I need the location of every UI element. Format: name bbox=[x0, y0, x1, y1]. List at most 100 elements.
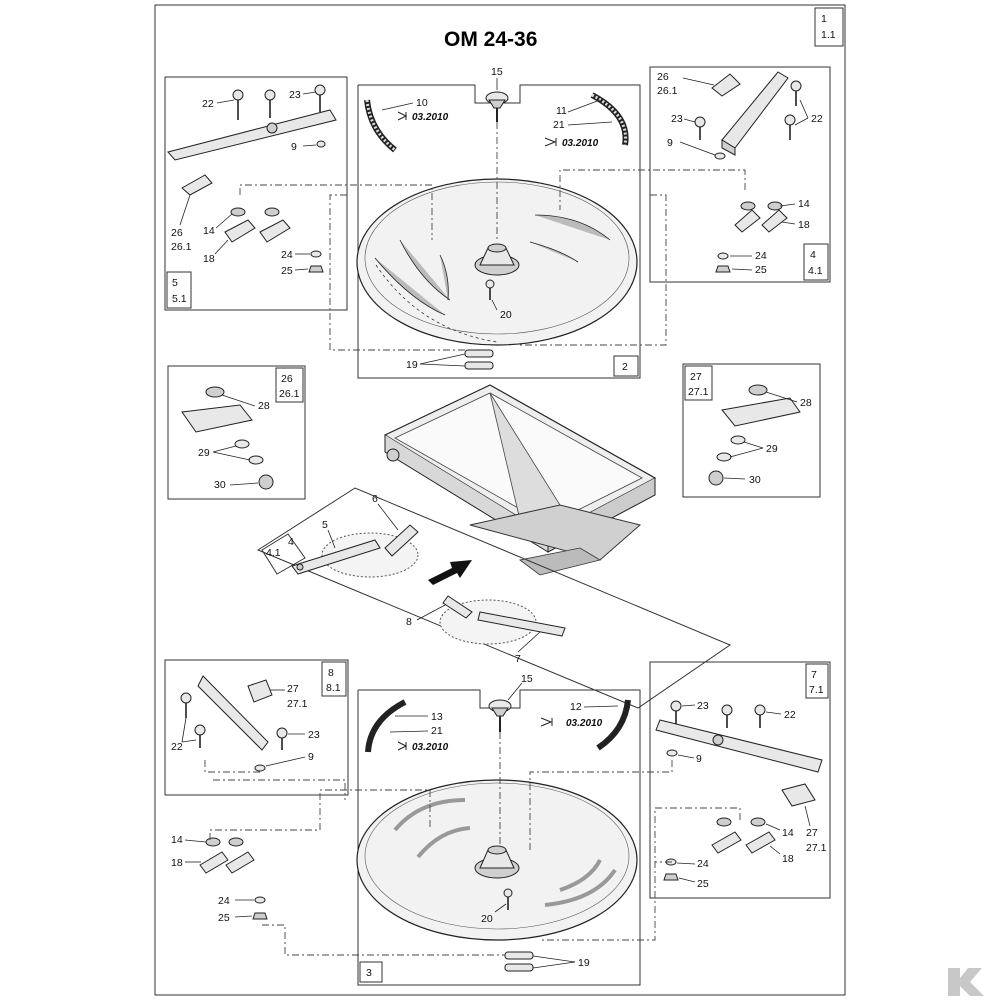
leader bbox=[799, 99, 809, 119]
washer-9-bl bbox=[254, 764, 266, 772]
leader bbox=[729, 447, 764, 458]
callout-14-bl: 14 bbox=[171, 834, 183, 846]
box-4-ref-b-visible: 4.1 bbox=[266, 547, 281, 559]
bolts-22-bl bbox=[180, 692, 288, 750]
box-4-ref bbox=[261, 533, 306, 575]
box-7-ref-b: 7.1 bbox=[809, 684, 824, 696]
connection-line bbox=[204, 760, 260, 773]
box-6-outline bbox=[649, 66, 831, 283]
box-6-ref bbox=[803, 243, 829, 281]
bolt-20 bbox=[485, 279, 495, 300]
box-3-outline bbox=[357, 689, 641, 986]
leader bbox=[381, 102, 414, 111]
washer-9-right bbox=[714, 152, 726, 160]
leader bbox=[583, 705, 619, 708]
callout-22: 22 bbox=[202, 98, 214, 110]
leader bbox=[507, 682, 523, 701]
callout-24-bl: 24 bbox=[218, 895, 230, 907]
callout-25: 25 bbox=[281, 265, 293, 277]
callout-26-right: 26 bbox=[657, 71, 669, 83]
washer-9 bbox=[316, 140, 326, 148]
leader bbox=[532, 955, 576, 963]
callout-30-right: 30 bbox=[749, 474, 761, 486]
washer-24-bl bbox=[254, 896, 266, 904]
date-10: 03.2010 bbox=[412, 112, 449, 123]
washer-9-br bbox=[666, 749, 678, 757]
box-5-ref-b: 5.1 bbox=[172, 293, 187, 305]
connection-line bbox=[540, 807, 741, 941]
callout-21: 21 bbox=[553, 119, 565, 131]
callout-27-br: 27 bbox=[806, 827, 818, 839]
spinner-disc-7 bbox=[439, 595, 566, 645]
leader bbox=[679, 141, 716, 156]
leader bbox=[779, 203, 796, 207]
spreader-disc-bottom bbox=[356, 779, 638, 941]
hopper bbox=[383, 384, 657, 576]
clip-26 bbox=[181, 174, 213, 196]
callout-15-b: 15 bbox=[521, 673, 533, 685]
leader bbox=[769, 845, 781, 855]
connection-line bbox=[239, 184, 433, 240]
leader bbox=[731, 268, 753, 271]
connection-line bbox=[262, 924, 505, 956]
connection-line bbox=[520, 194, 667, 346]
leader bbox=[184, 839, 207, 843]
date-12: 03.2010 bbox=[566, 718, 603, 729]
leader bbox=[494, 903, 507, 913]
leader bbox=[181, 739, 197, 743]
box-3-ref bbox=[359, 961, 383, 983]
callout-20: 20 bbox=[500, 309, 512, 321]
hub-15-bottom bbox=[488, 699, 512, 732]
mounts-18-br bbox=[711, 817, 776, 854]
leader bbox=[215, 213, 233, 229]
leader bbox=[567, 99, 601, 113]
box-26-ref bbox=[275, 367, 304, 403]
mounts-18 bbox=[224, 207, 291, 243]
callout-9-br: 9 bbox=[696, 753, 702, 765]
callout-29-right: 29 bbox=[766, 443, 778, 455]
callout-8: 8 bbox=[406, 616, 412, 628]
leader bbox=[214, 239, 229, 255]
leader bbox=[221, 394, 256, 407]
leader bbox=[765, 823, 781, 831]
nut-30 bbox=[258, 474, 274, 490]
box-27-ref-a: 27 bbox=[690, 371, 702, 383]
callout-18-bl: 18 bbox=[171, 857, 183, 869]
box-8-ref-a: 8 bbox=[328, 667, 334, 679]
callout-14-br: 14 bbox=[782, 827, 794, 839]
vane-13 bbox=[365, 699, 407, 753]
box-7-outline bbox=[649, 661, 831, 899]
callout-25-br: 25 bbox=[697, 878, 709, 890]
leader bbox=[794, 117, 809, 126]
spreader-disc-top bbox=[356, 178, 638, 346]
leader bbox=[804, 805, 811, 827]
callout-18-right: 18 bbox=[798, 219, 810, 231]
leader bbox=[377, 503, 399, 531]
leader bbox=[517, 631, 541, 653]
callout-13: 13 bbox=[431, 711, 443, 723]
leader bbox=[302, 144, 317, 147]
callout-20-b: 20 bbox=[481, 913, 493, 925]
callout-23-br: 23 bbox=[697, 700, 709, 712]
box-4-outline bbox=[256, 487, 732, 709]
bracket-26 bbox=[181, 404, 253, 433]
leader bbox=[179, 194, 191, 226]
callout-26-1: 26.1 bbox=[171, 241, 192, 253]
leader bbox=[677, 754, 695, 759]
leader bbox=[416, 604, 446, 621]
leader bbox=[327, 529, 336, 549]
washer-24-right bbox=[717, 252, 729, 260]
blade-arm-right-bottom bbox=[655, 719, 823, 773]
connection-line bbox=[209, 789, 431, 840]
leader bbox=[389, 730, 429, 733]
box-3-ref-a: 3 bbox=[366, 967, 372, 979]
box-6-ref-b: 4.1 bbox=[808, 265, 823, 277]
date-marker bbox=[397, 741, 408, 751]
callout-23-right: 23 bbox=[671, 113, 683, 125]
hub-15-top bbox=[485, 91, 509, 122]
callout-27-1-br: 27.1 bbox=[806, 842, 827, 854]
callout-19: 19 bbox=[406, 359, 418, 371]
callout-12: 12 bbox=[570, 701, 582, 713]
callout-9-right: 9 bbox=[667, 137, 673, 149]
